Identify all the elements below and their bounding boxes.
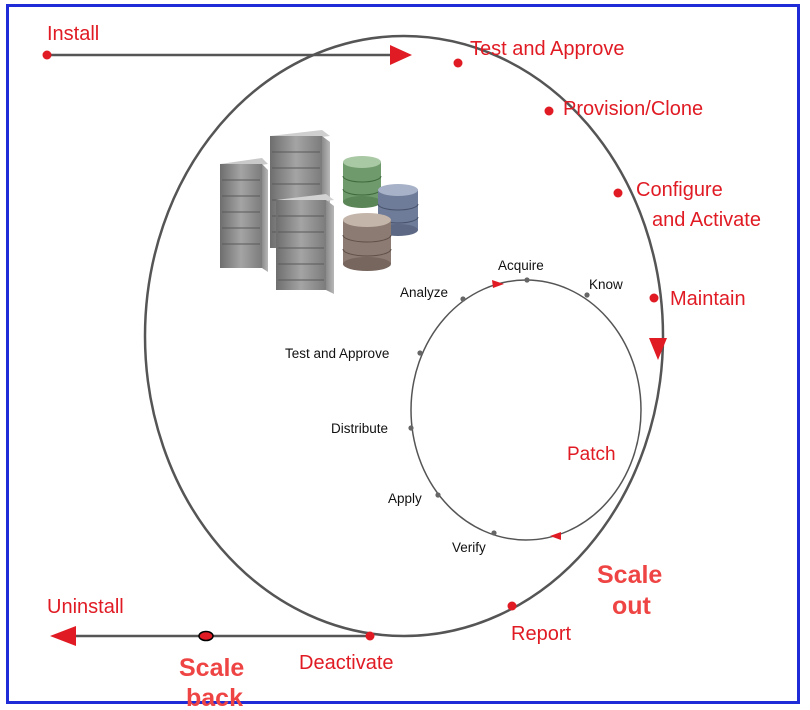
diagram-frame [6, 4, 800, 704]
server-icon [220, 130, 334, 294]
acquire-dot [524, 277, 530, 283]
know-dot [584, 292, 590, 298]
patch-arrow-bottom [550, 532, 561, 540]
apply-dot [435, 492, 441, 498]
scale-back-marker [198, 630, 214, 642]
configure-dot [613, 188, 623, 198]
analyze-dot [460, 296, 466, 302]
verify-label: Verify [452, 540, 486, 555]
provision-dot [544, 106, 554, 116]
scale-out-label-2: out [612, 592, 652, 620]
scale-back-label: Scale [179, 654, 244, 682]
test-approve-patch-dot [417, 350, 423, 356]
patch-arrow-top [492, 280, 504, 288]
deactivate-dot [365, 631, 375, 641]
test-approve-label: Test and Approve [470, 38, 625, 60]
maintain-arrow [649, 338, 667, 360]
analyze-label: Analyze [400, 285, 448, 300]
configure-label: Configure [636, 179, 723, 201]
scale-out-label: Scale [597, 561, 662, 589]
acquire-label: Acquire [498, 258, 544, 273]
install-dot [42, 50, 52, 60]
maintain-dot [649, 293, 659, 303]
install-arrow [390, 45, 412, 65]
verify-dot [491, 530, 497, 536]
provision-clone-label: Provision/Clone [563, 98, 703, 120]
install-label: Install [47, 23, 99, 45]
lifecycle-loop [143, 34, 665, 638]
uninstall-label: Uninstall [47, 596, 124, 618]
report-dot [507, 601, 517, 611]
scale-back-label-2: back [186, 684, 243, 710]
test-approve-dot [453, 58, 463, 68]
deactivate-label: Deactivate [299, 652, 394, 674]
database-icon [342, 156, 419, 271]
know-label: Know [589, 277, 623, 292]
patch-loop [410, 279, 642, 541]
report-label: Report [511, 623, 571, 645]
distribute-dot [408, 425, 414, 431]
maintain-label: Maintain [670, 288, 746, 310]
patch-title: Patch [567, 444, 616, 465]
test-approve-patch-label: Test and Approve [285, 346, 389, 361]
apply-label: Apply [388, 491, 422, 506]
distribute-label: Distribute [331, 421, 388, 436]
uninstall-arrow [50, 626, 76, 646]
activate-label: and Activate [652, 209, 761, 231]
